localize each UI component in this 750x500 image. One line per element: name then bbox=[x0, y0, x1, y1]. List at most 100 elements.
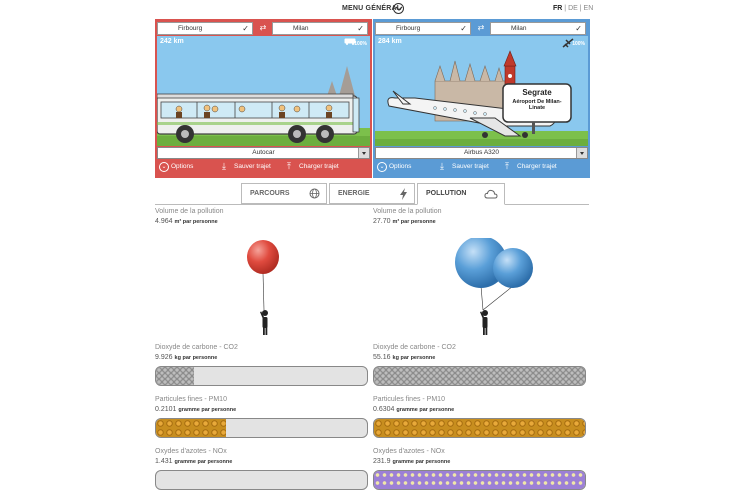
upload-icon: ⤒ bbox=[287, 161, 291, 171]
load-percent: 100% bbox=[572, 41, 585, 47]
bus-illustration: 242 km 100% bbox=[157, 36, 370, 146]
vehicle-value: Airbus A320 bbox=[463, 149, 500, 156]
to-city-value: Milan bbox=[293, 25, 309, 32]
options-label: Options bbox=[171, 163, 194, 170]
airplane-scene bbox=[375, 36, 588, 146]
distance-label: 284 km bbox=[378, 38, 402, 45]
from-city-select[interactable]: Firbourg ✓ bbox=[375, 22, 471, 35]
balloon-figure bbox=[247, 240, 279, 335]
volume-label: Volume de la pollution bbox=[155, 208, 224, 215]
balloon-figure bbox=[455, 238, 533, 335]
vehicle-select[interactable]: Airbus A320 bbox=[375, 147, 588, 159]
to-city-select[interactable]: Milan ✓ bbox=[490, 22, 586, 35]
dropdown-arrow-icon[interactable] bbox=[358, 148, 369, 158]
pm10-bar-fill bbox=[156, 419, 226, 437]
pm10-label: Particules fines - PM10 bbox=[155, 396, 227, 403]
airplane-icon bbox=[562, 38, 574, 50]
load-route-button[interactable]: ⤒ Charger trajet bbox=[505, 162, 557, 172]
save-route-button[interactable]: ⤓ Sauver trajet bbox=[222, 162, 271, 172]
load-route-label: Charger trajet bbox=[517, 163, 557, 170]
nox-bar-fill bbox=[374, 471, 585, 489]
airplane-illustration: 284 km 100% bbox=[375, 36, 588, 146]
tab-parcours[interactable]: PARCOURS bbox=[241, 183, 327, 204]
dropdown-arrow-icon[interactable] bbox=[576, 148, 587, 158]
tab-energie[interactable]: ENERGIE bbox=[329, 183, 415, 204]
tab-energie-label: ENERGIE bbox=[338, 190, 370, 197]
from-city-select[interactable]: Firbourg ✓ bbox=[157, 22, 253, 35]
load-percent: 100% bbox=[354, 41, 367, 47]
check-icon: ✓ bbox=[575, 24, 582, 33]
bus-scene bbox=[157, 36, 370, 146]
lang-fr[interactable]: FR bbox=[553, 5, 563, 12]
swap-icon[interactable]: ⇄ bbox=[477, 23, 485, 32]
chevron-down-circle-icon: ⌄ bbox=[159, 162, 169, 172]
bus-icon bbox=[344, 38, 356, 47]
vehicle-value: Autocar bbox=[252, 149, 275, 156]
nox-bar bbox=[155, 470, 368, 490]
destination-sign: Segrate Aéroport De Milan- Linate bbox=[503, 88, 571, 111]
pm10-bar-fill bbox=[374, 419, 585, 437]
upload-icon: ⤒ bbox=[505, 161, 509, 171]
menu-general-label[interactable]: MENU GÉNÉRAL bbox=[342, 5, 402, 12]
tab-pollution-label: POLLUTION bbox=[426, 190, 467, 197]
pm10-label: Particules fines - PM10 bbox=[373, 396, 445, 403]
co2-bar bbox=[155, 366, 368, 386]
from-city-value: Firbourg bbox=[178, 25, 203, 32]
co2-label: Dioxyde de carbone - CO2 bbox=[155, 344, 238, 351]
load-route-label: Charger trajet bbox=[299, 163, 339, 170]
sign-title: Segrate bbox=[522, 88, 552, 97]
swap-icon[interactable]: ⇄ bbox=[259, 23, 267, 32]
co2-bar-fill bbox=[156, 367, 194, 385]
pm10-bar bbox=[155, 418, 368, 438]
nox-label: Oxydes d'azotes - NOx bbox=[373, 448, 445, 455]
chevron-down-icon[interactable] bbox=[393, 3, 404, 14]
co2-bar bbox=[373, 366, 586, 386]
lang-de[interactable]: DE bbox=[568, 5, 578, 12]
right-route-panel: Firbourg ✓ ⇄ Milan ✓ 284 km 100% bbox=[373, 19, 590, 178]
left-route-panel: Firbourg ✓ ⇄ Milan ✓ 242 km 100% bbox=[155, 19, 372, 178]
check-icon: ✓ bbox=[242, 24, 249, 33]
co2-label: Dioxyde de carbone - CO2 bbox=[373, 344, 456, 351]
cloud-icon bbox=[484, 188, 498, 207]
tab-pollution[interactable]: POLLUTION bbox=[417, 183, 505, 205]
globe-icon bbox=[309, 188, 320, 207]
lang-en[interactable]: EN bbox=[583, 5, 594, 12]
language-switcher: FR | DE | EN bbox=[553, 5, 593, 12]
to-city-value: Milan bbox=[511, 25, 527, 32]
from-city-value: Firbourg bbox=[396, 25, 421, 32]
nox-bar bbox=[373, 470, 586, 490]
options-button[interactable]: ⌄ Options bbox=[377, 162, 411, 172]
vehicle-select[interactable]: Autocar bbox=[157, 147, 370, 159]
tab-parcours-label: PARCOURS bbox=[250, 190, 290, 197]
save-route-button[interactable]: ⤓ Sauver trajet bbox=[440, 162, 489, 172]
pm10-bar bbox=[373, 418, 586, 438]
options-button[interactable]: ⌄ Options bbox=[159, 162, 193, 172]
tab-bar: PARCOURS ENERGIE POLLUTION bbox=[155, 183, 589, 205]
distance-label: 242 km bbox=[160, 38, 184, 45]
check-icon: ✓ bbox=[460, 24, 467, 33]
top-bar: MENU GÉNÉRAL FR | DE | EN bbox=[0, 0, 750, 20]
load-route-button[interactable]: ⤒ Charger trajet bbox=[287, 162, 339, 172]
nox-label: Oxydes d'azotes - NOx bbox=[155, 448, 227, 455]
check-icon: ✓ bbox=[357, 24, 364, 33]
lang-separator: | bbox=[564, 5, 567, 12]
sign-line-1: Aéroport De Milan- bbox=[512, 99, 562, 105]
co2-bar-fill bbox=[374, 367, 585, 385]
lightning-icon bbox=[399, 188, 408, 208]
lang-separator: | bbox=[579, 5, 582, 12]
to-city-select[interactable]: Milan ✓ bbox=[272, 22, 368, 35]
save-route-label: Sauver trajet bbox=[234, 163, 271, 170]
